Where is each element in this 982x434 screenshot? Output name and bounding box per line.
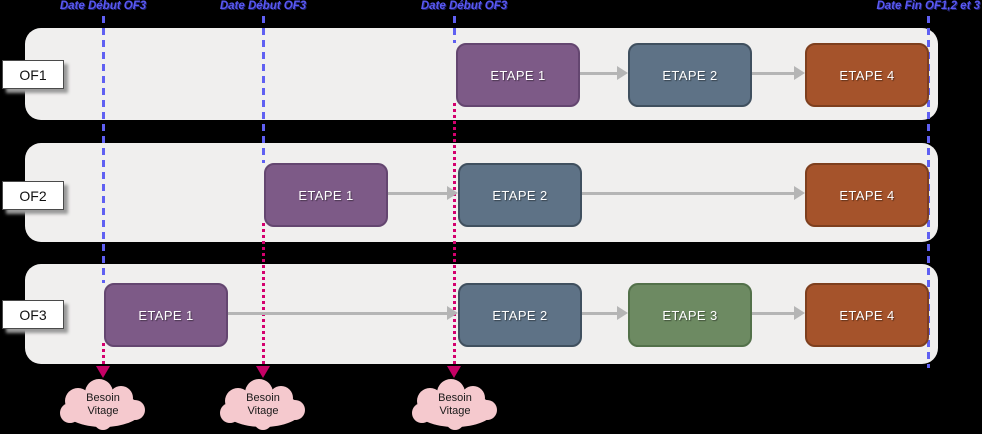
besoin-vitage-cloud-2: Besoin Vitage <box>218 379 308 431</box>
of2-label-box: OF2 <box>2 181 64 210</box>
of1-label-box: OF1 <box>2 60 64 89</box>
cloud-text-line1: Besoin <box>246 392 280 404</box>
date-debut-line-3 <box>453 16 456 43</box>
besoin-arrowhead-3-icon <box>447 366 461 378</box>
flow-arrow-of3-1 <box>224 306 458 320</box>
date-debut-line-1 <box>102 16 105 283</box>
of3-label-box: OF3 <box>2 300 64 329</box>
of3-etape-2-block: ETAPE 2 <box>458 283 582 347</box>
of1-label: OF1 <box>19 66 47 83</box>
of2-etape-2-block: ETAPE 2 <box>458 163 582 227</box>
flow-arrow-of1-2 <box>748 66 805 80</box>
date-debut-label-2: Date Début OF3 <box>219 0 307 12</box>
besoin-arrowhead-1-icon <box>96 366 110 378</box>
flow-arrow-of1-1 <box>576 66 628 80</box>
flow-arrow-of3-3 <box>748 306 805 320</box>
besoin-line-3 <box>453 103 456 366</box>
cloud-icon <box>220 379 305 430</box>
besoin-line-2 <box>262 223 265 366</box>
cloud-text-line1: Besoin <box>86 392 120 404</box>
besoin-arrowhead-2-icon <box>256 366 270 378</box>
cloud-icon <box>412 379 497 430</box>
cloud-icon <box>60 379 145 430</box>
cloud-text-line2: Vitage <box>87 405 119 417</box>
of1-etape-1-block: ETAPE 1 <box>456 43 580 107</box>
of3-etape-3-block: ETAPE 3 <box>628 283 752 347</box>
of2-label: OF2 <box>19 187 47 204</box>
of1-etape-4-block: ETAPE 4 <box>805 43 929 107</box>
flow-arrow-of3-2 <box>578 306 628 320</box>
flow-arrow-of2-1 <box>384 186 458 200</box>
of2-etape-1-block: ETAPE 1 <box>264 163 388 227</box>
besoin-vitage-cloud-3: Besoin Vitage <box>410 379 500 431</box>
of1-etape-2-block: ETAPE 2 <box>628 43 752 107</box>
date-fin-label: Date Fin OF1,2 et 3 <box>876 0 980 12</box>
of3-etape-4-block: ETAPE 4 <box>805 283 929 347</box>
cloud-text-line1: Besoin <box>438 392 472 404</box>
of2-etape-4-block: ETAPE 4 <box>805 163 929 227</box>
date-debut-label-3: Date Début OF3 <box>420 0 508 12</box>
of3-etape-1-block: ETAPE 1 <box>104 283 228 347</box>
cloud-text-line2: Vitage <box>439 405 471 417</box>
date-debut-line-2 <box>262 16 265 163</box>
cloud-text-line2: Vitage <box>247 405 279 417</box>
date-debut-label-1: Date Début OF3 <box>59 0 147 12</box>
besoin-vitage-cloud-1: Besoin Vitage <box>58 379 148 431</box>
of3-label: OF3 <box>19 306 47 323</box>
flow-arrow-of2-2 <box>578 186 805 200</box>
besoin-line-1 <box>102 343 105 366</box>
